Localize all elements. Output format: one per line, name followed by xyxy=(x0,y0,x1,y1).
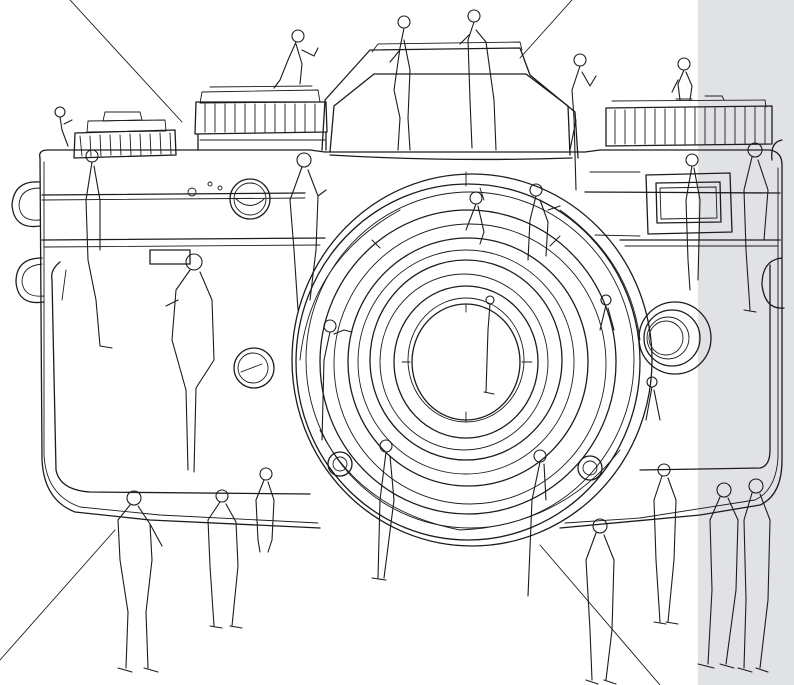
body-knobs xyxy=(149,178,275,389)
figure-lens-top xyxy=(465,191,485,245)
figure-rewind-dial xyxy=(54,106,73,147)
figure-lens-center xyxy=(483,295,495,395)
figure-prism-left xyxy=(389,15,411,151)
figure-ground-7 xyxy=(737,478,771,673)
figure-ground-5 xyxy=(653,463,679,625)
figure-prism-right xyxy=(459,9,497,151)
figure-right-body xyxy=(685,153,701,291)
figure-lens-left xyxy=(321,319,353,441)
figure-prism-side xyxy=(569,53,597,191)
figure-upper-center xyxy=(289,152,327,311)
figure-ground-4 xyxy=(585,518,617,685)
figure-body-left xyxy=(85,149,113,349)
figure-ground-3 xyxy=(255,467,275,553)
figure-ground-6 xyxy=(697,482,739,669)
tiny-figures xyxy=(54,9,771,685)
figure-advance-dial xyxy=(671,57,693,101)
camera-lens xyxy=(291,171,653,547)
figure-shutter-dial xyxy=(273,29,319,89)
camera-body xyxy=(39,149,783,529)
figure-lens-bottom-left xyxy=(371,439,395,581)
figure-ground-1 xyxy=(117,490,163,673)
perspective-lines xyxy=(0,0,661,685)
figure-center-left xyxy=(165,253,215,473)
figure-lens-right xyxy=(599,294,615,331)
self-timer-knob xyxy=(638,301,712,375)
rewind-dial xyxy=(73,111,177,159)
viewfinder-window xyxy=(589,171,733,237)
figure-knob-right xyxy=(645,376,661,421)
advance-dial xyxy=(605,95,773,147)
figure-ground-2 xyxy=(207,489,243,629)
shutter-dial xyxy=(194,85,328,151)
figure-right-edge xyxy=(743,142,769,313)
prism-housing xyxy=(321,41,579,161)
figure-lens-bottom xyxy=(527,449,547,597)
strap-lugs xyxy=(11,139,785,309)
figure-lens-right-top xyxy=(527,183,561,261)
